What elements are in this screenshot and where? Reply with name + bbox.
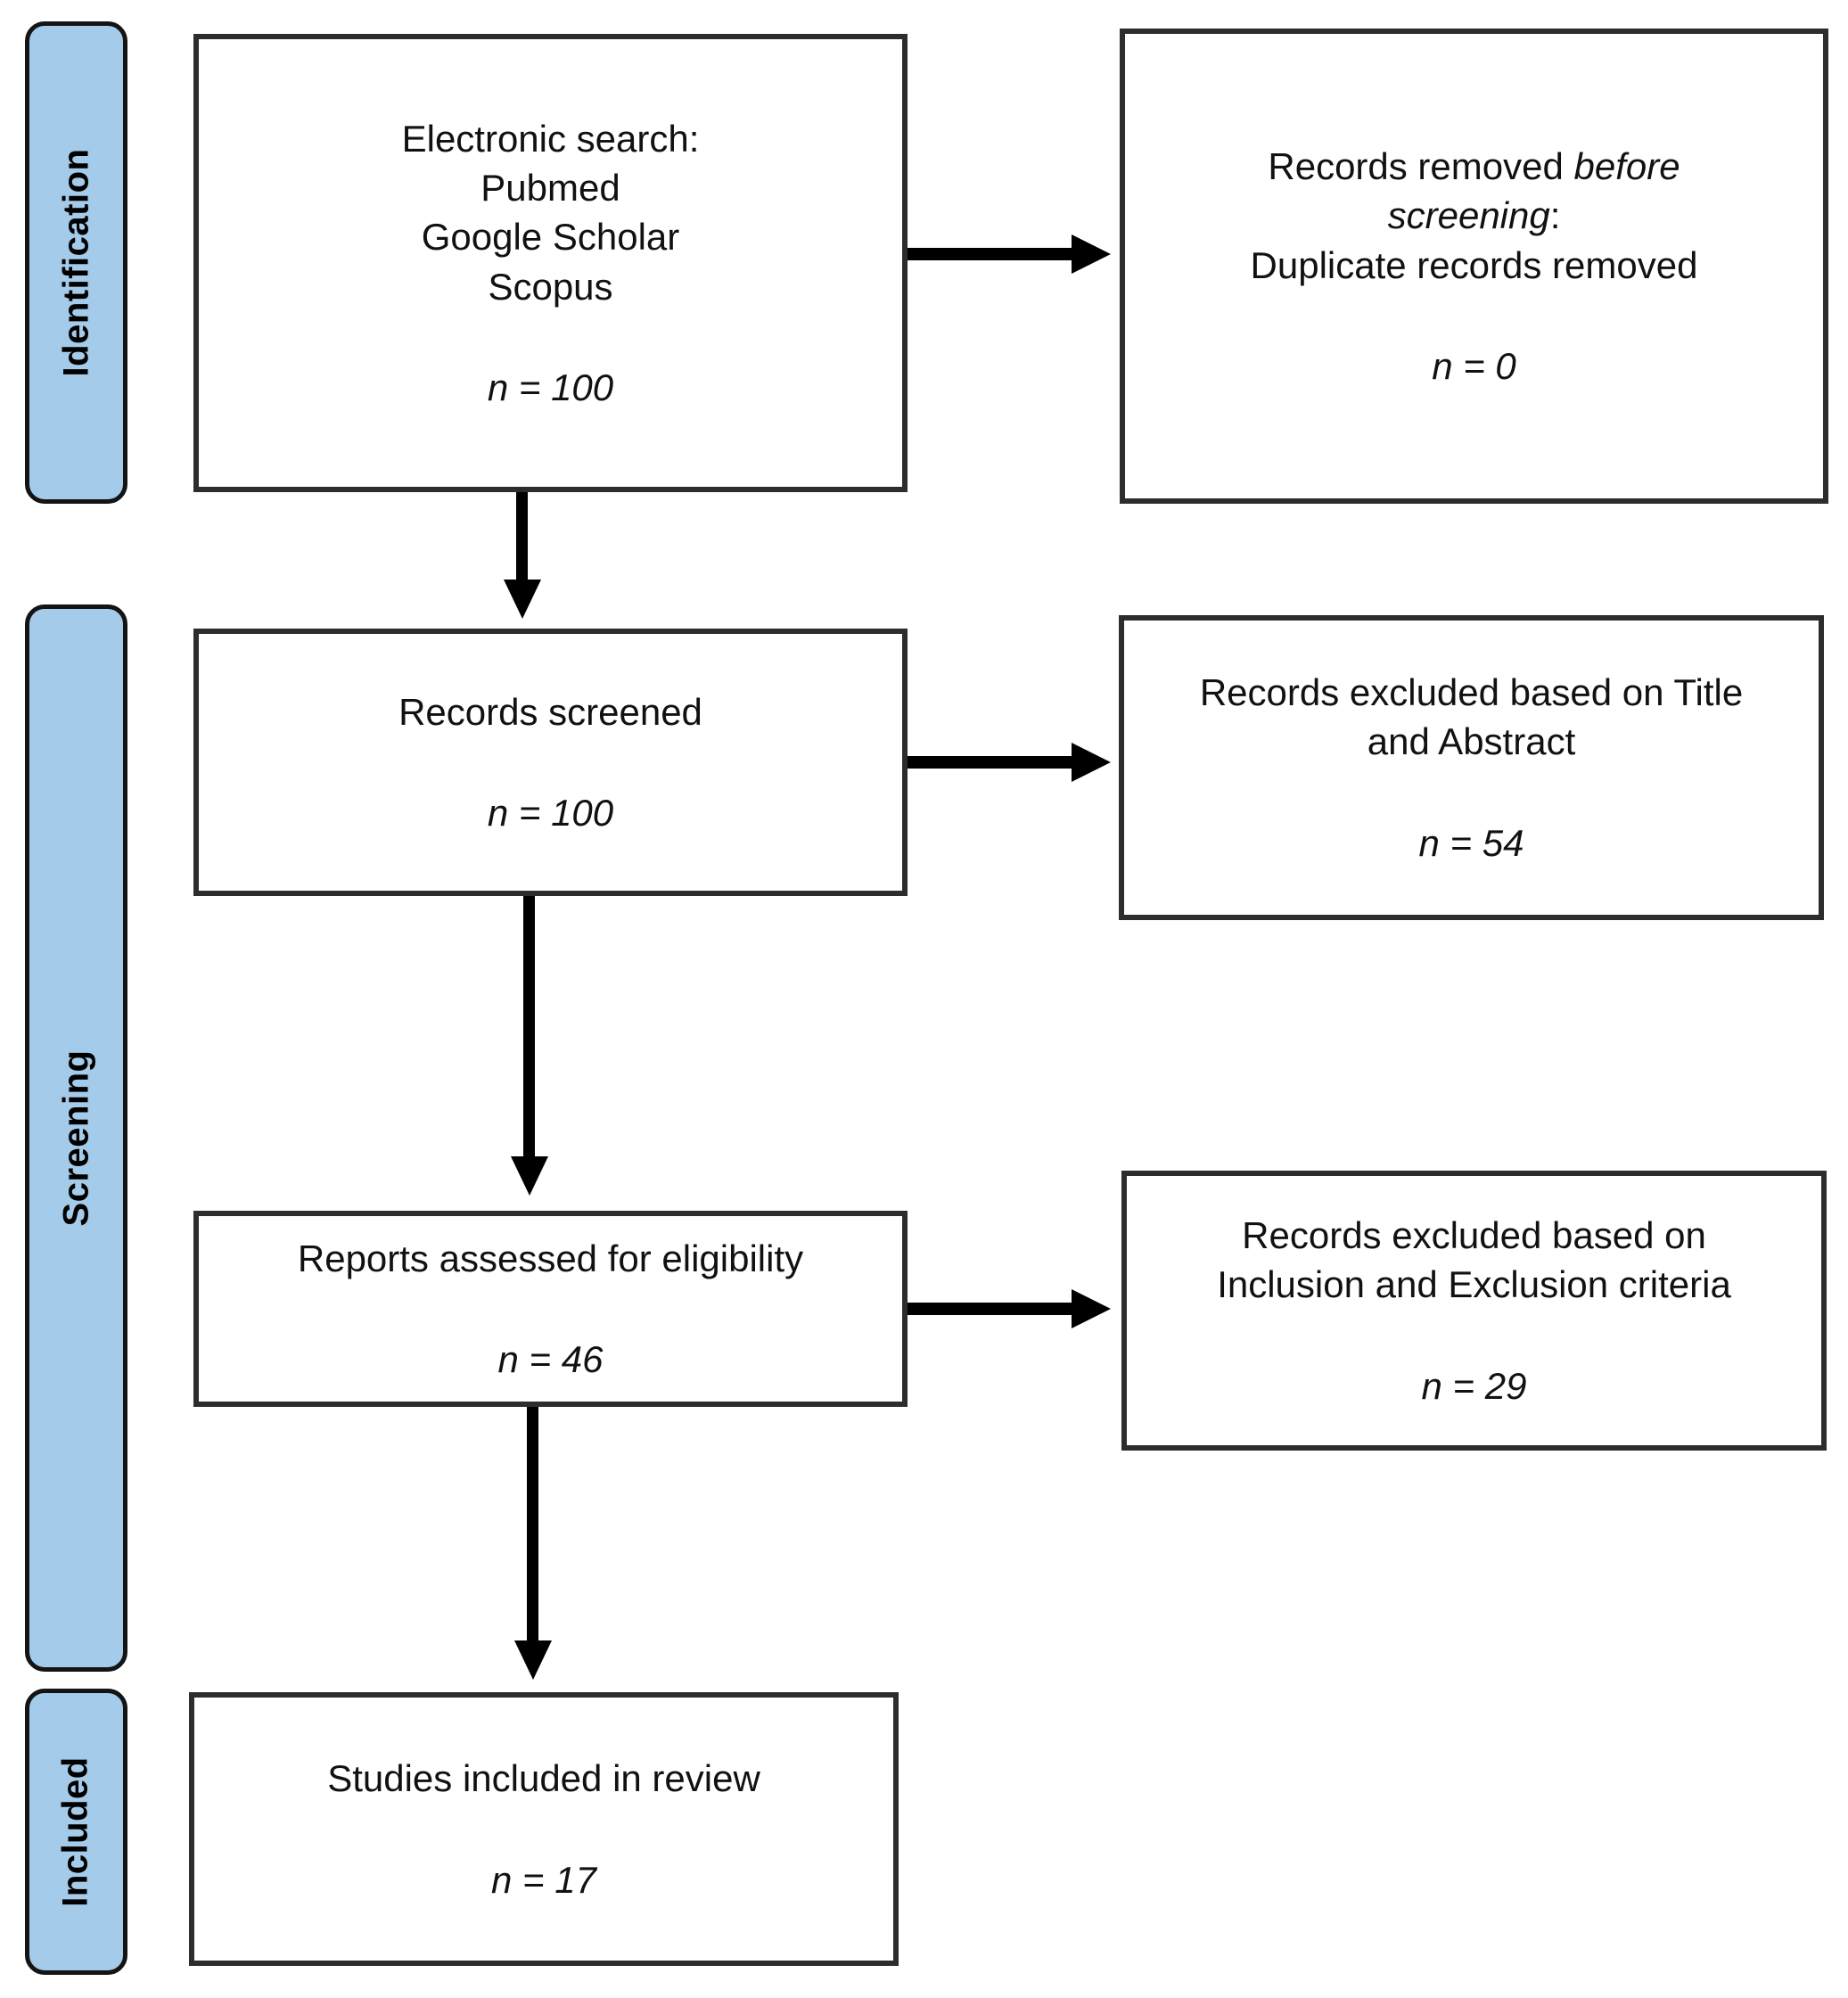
stage-label-identification: Identification <box>56 148 96 377</box>
arrow-assessed-to-included <box>527 1407 538 1640</box>
arrow-search-to-screened-head <box>504 580 541 619</box>
excluded-title-label: Records excluded based on Title and Abst… <box>1199 671 1744 763</box>
assessed-count: n = 46 <box>497 1338 604 1380</box>
box-electronic-search: Electronic search: Pubmed Google Scholar… <box>193 34 908 492</box>
removed-line-2: Duplicate records removed <box>1250 243 1698 286</box>
removed-line-1: Records removed before screening: <box>1234 142 1715 240</box>
stage-bar-included: Included <box>25 1689 127 1975</box>
arrow-screened-to-excluded-title-head <box>1072 743 1111 782</box>
arrow-search-to-removed <box>908 248 1072 260</box>
excluded-title-count: n = 54 <box>1418 821 1524 864</box>
search-line-4: Scopus <box>488 265 613 308</box>
search-count: n = 100 <box>487 366 614 408</box>
box-excluded-criteria: Records excluded based on Inclusion and … <box>1121 1171 1827 1451</box>
arrow-search-to-screened <box>516 492 528 580</box>
assessed-label: Reports assessed for eligibility <box>297 1237 804 1279</box>
box-studies-included: Studies included in review n = 17 <box>189 1692 899 1966</box>
box-reports-assessed: Reports assessed for eligibility n = 46 <box>193 1211 908 1407</box>
removed-line-1-prefix: Records removed <box>1268 145 1574 188</box>
arrow-assessed-to-excluded-criteria <box>908 1303 1072 1315</box>
screened-label: Records screened <box>398 690 702 733</box>
included-count: n = 17 <box>491 1858 596 1901</box>
removed-count: n = 0 <box>1432 344 1516 387</box>
excluded-criteria-label: Records excluded based on Inclusion and … <box>1217 1214 1731 1306</box>
search-line-3: Google Scholar <box>421 216 680 259</box>
search-line-2: Pubmed <box>480 167 620 210</box>
removed-line-1-italic: before screening <box>1387 145 1680 237</box>
box-records-screened: Records screened n = 100 <box>193 629 908 896</box>
arrow-screened-to-assessed-head <box>511 1156 548 1196</box>
stage-label-included: Included <box>56 1756 96 1907</box>
excluded-criteria-count: n = 29 <box>1421 1364 1527 1407</box>
arrow-search-to-removed-head <box>1072 234 1111 274</box>
arrow-assessed-to-excluded-criteria-head <box>1072 1289 1111 1328</box>
arrow-screened-to-excluded-title <box>908 756 1072 769</box>
removed-line-1-suffix: : <box>1549 194 1561 237</box>
stage-bar-identification: Identification <box>25 21 127 504</box>
stage-label-screening: Screening <box>56 1049 95 1227</box>
search-line-1: Electronic search: <box>401 118 700 160</box>
screened-count: n = 100 <box>487 792 614 834</box>
included-label: Studies included in review <box>327 1757 760 1800</box>
box-records-removed: Records removed before screening: Duplic… <box>1120 29 1828 504</box>
box-excluded-title-abstract: Records excluded based on Title and Abst… <box>1119 615 1824 920</box>
arrow-screened-to-assessed <box>523 896 535 1156</box>
stage-bar-screening: Screening <box>25 604 127 1672</box>
arrow-assessed-to-included-head <box>514 1640 552 1680</box>
